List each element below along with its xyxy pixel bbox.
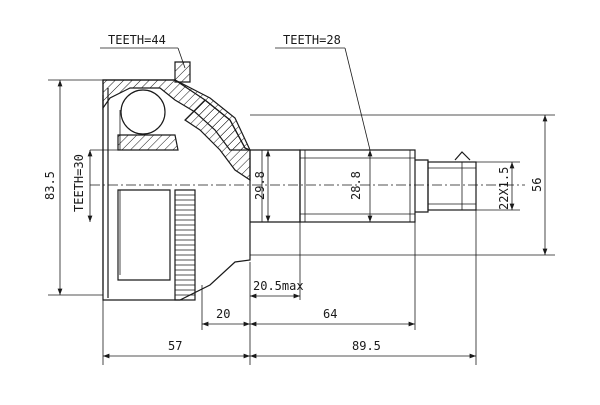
ball [120,89,166,135]
abs-ring [174,189,196,301]
dim-22x1.5-label: 22X1.5 [497,167,511,210]
teeth-30-label: TEETH=30 [72,154,86,212]
dim-20-label: 20 [216,307,230,321]
dim-56-label: 56 [530,178,544,192]
neck-section [184,99,251,182]
dim-29.8-label: 29.8 [253,171,267,200]
teeth-44-notch [174,61,191,83]
dim-20.5max-label: 20.5max [253,279,304,293]
teeth-28-label: TEETH=28 [283,33,341,47]
dim-89.5-label: 89.5 [352,339,381,353]
spline-section [299,149,416,223]
threaded-end [415,151,477,213]
dim-57-label: 57 [168,339,182,353]
inner-race-section [117,134,179,151]
dim-83.5-label: 83.5 [43,171,57,200]
dim-28.8-label: 28.8 [349,171,363,200]
dim-64-label: 64 [323,307,337,321]
teeth-44-label: TEETH=44 [108,33,166,47]
